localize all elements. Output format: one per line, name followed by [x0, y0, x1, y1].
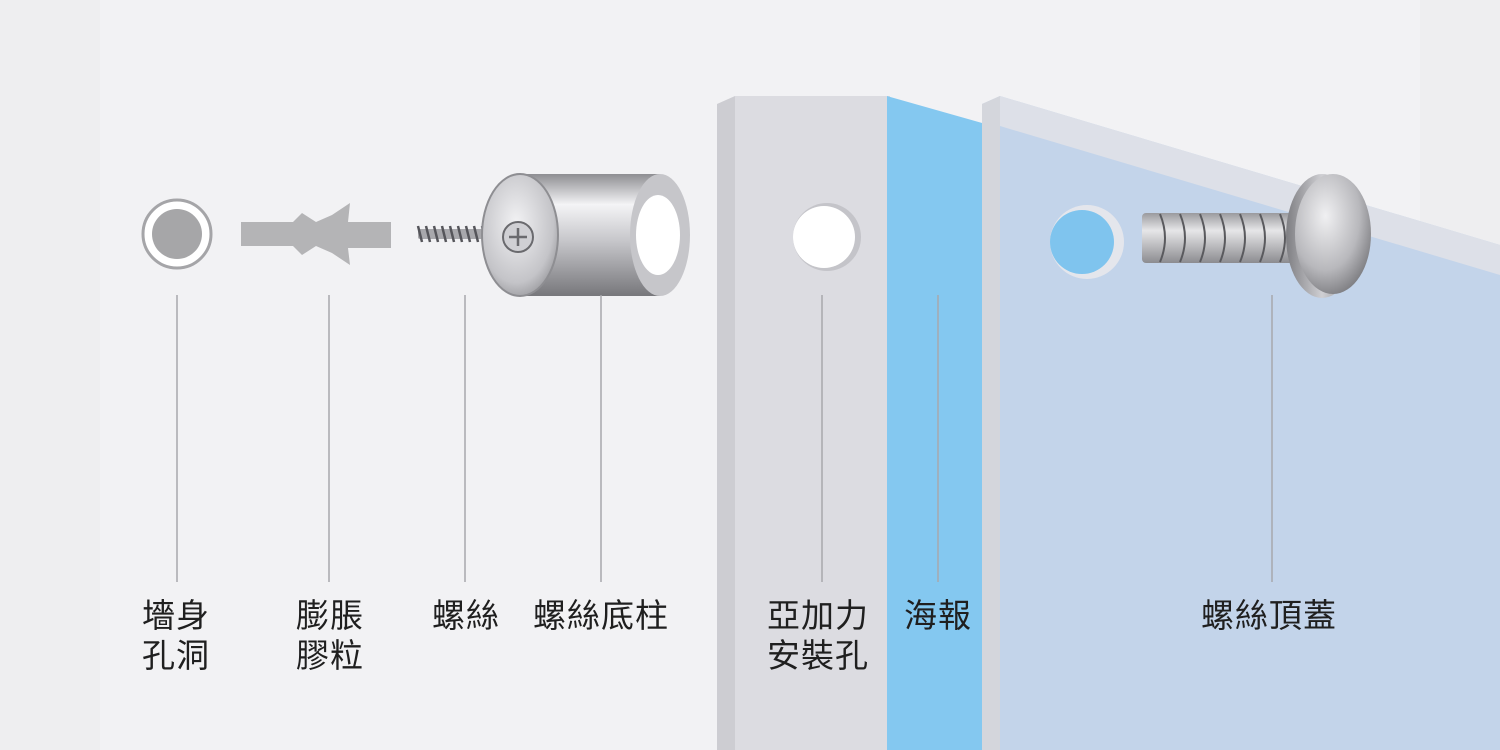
label-standoff-base: 螺絲底柱	[533, 596, 669, 635]
leader-lines	[176, 295, 1273, 582]
label-screw: 螺絲	[432, 596, 500, 635]
front-acrylic-hole	[1050, 210, 1114, 274]
screw	[416, 225, 490, 243]
wall-hole	[141, 198, 213, 270]
expansion-anchor	[241, 203, 391, 265]
label-acrylic-hole: 亞加力 安裝孔	[767, 596, 869, 675]
label-anchor: 膨脹 膠粒	[296, 596, 364, 675]
label-wall-hole: 墻身 孔洞	[142, 596, 210, 675]
standoff-base	[481, 173, 690, 297]
rear-acrylic-panel	[717, 96, 890, 750]
label-screw-cap: 螺絲頂蓋	[1201, 596, 1337, 635]
screw-cap	[1142, 174, 1371, 298]
label-poster: 海報	[904, 596, 972, 635]
front-acrylic-panel	[982, 96, 1500, 750]
